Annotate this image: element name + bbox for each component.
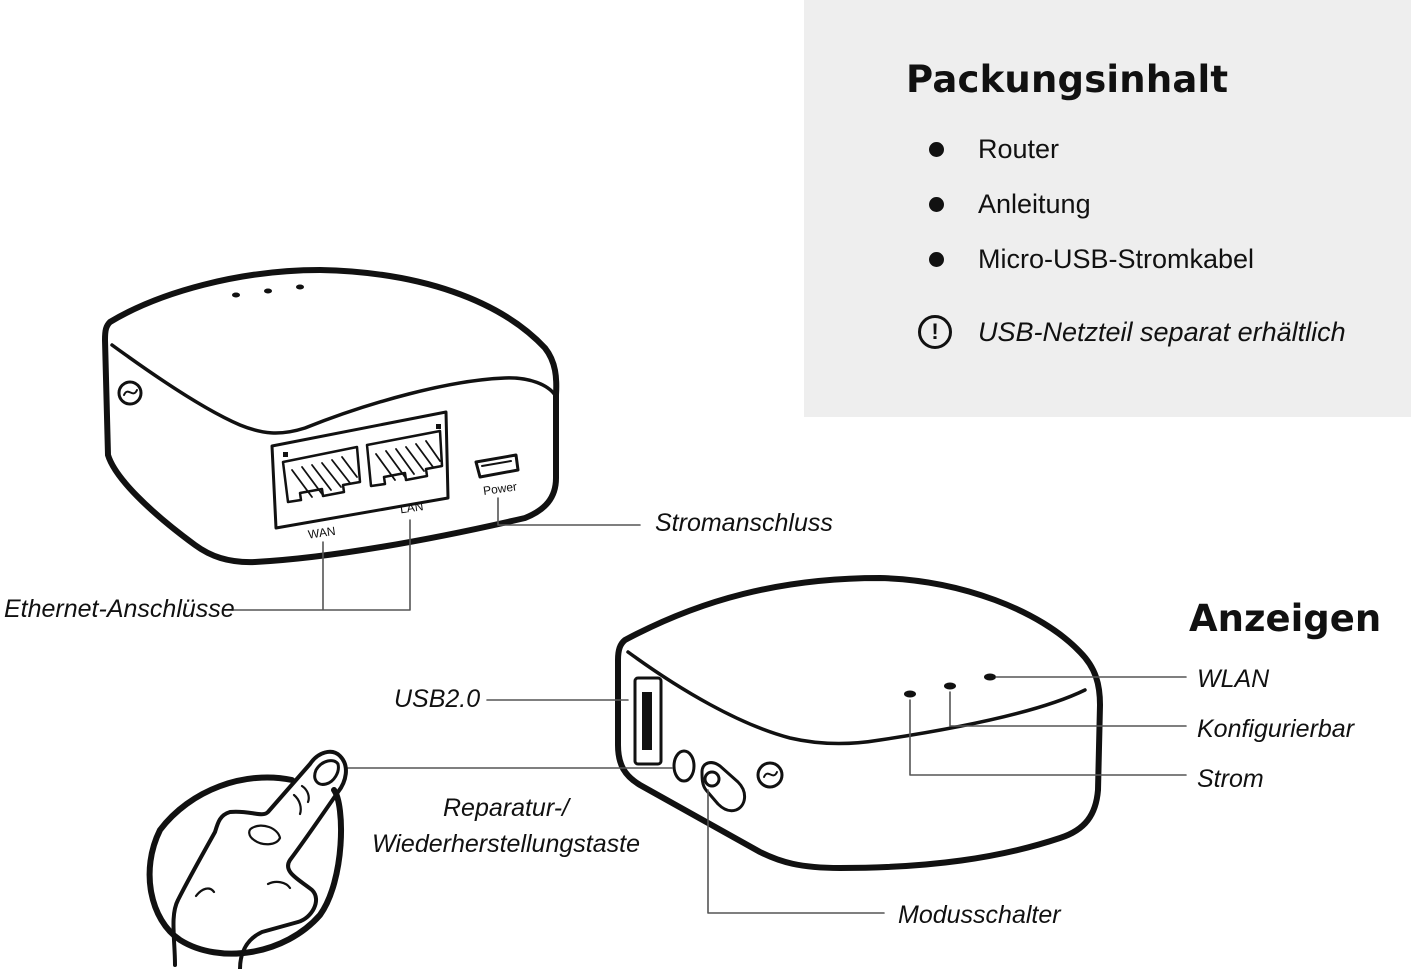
wan-port-label: WAN — [307, 524, 336, 542]
mode-leader-line — [707, 789, 885, 914]
power-leader-line — [497, 497, 641, 526]
package-contents-panel: Packungsinhalt Router Anleitung Micro-US… — [804, 0, 1411, 417]
led-wlan-icon — [984, 673, 996, 681]
bullet-icon — [929, 142, 944, 157]
router-rear-top-led — [264, 288, 272, 294]
mode-switch-icon — [700, 761, 746, 813]
reset-button-icon — [672, 749, 696, 783]
fingernail — [313, 759, 340, 786]
router-front-outline — [615, 575, 1103, 871]
adapter-note-text: USB-Netzteil separat erhältlich — [978, 316, 1346, 347]
rear-leader-lines — [231, 497, 641, 611]
ethernet-leader-line — [231, 519, 411, 611]
lan-port-led — [436, 424, 441, 429]
finger-outline — [171, 749, 348, 969]
wan-port-icon — [281, 445, 362, 504]
finger-knuckle-lines — [194, 784, 310, 898]
list-item: Router — [926, 130, 1254, 185]
router-rear-logo-icon — [117, 380, 143, 406]
lan-port-label: LAN — [399, 499, 424, 516]
router-front-view — [615, 575, 1103, 871]
reset-button-label: Reparatur-/ Wiederherstellungstaste — [372, 794, 640, 858]
router-rear-top-led — [232, 292, 240, 298]
configurable-leader-line — [949, 691, 1187, 727]
package-contents-list: Router Anleitung Micro-USB-Stromkabel — [926, 130, 1254, 295]
router-rear-outline — [102, 267, 560, 566]
usb-port-label: USB2.0 — [394, 685, 481, 713]
led-configurable-icon — [944, 682, 956, 690]
package-contents-title: Packungsinhalt — [906, 58, 1229, 101]
led-power-icon — [904, 690, 916, 698]
power-led-leader-line — [909, 699, 1187, 776]
power-port-label: Power — [482, 479, 518, 498]
wan-port-led — [283, 452, 288, 457]
micro-usb-power-port — [474, 453, 520, 479]
power-connector-label: Stromanschluss — [655, 509, 833, 537]
router-rear-view — [102, 267, 560, 566]
usb-port-tongue — [642, 692, 652, 750]
adapter-note: ! USB-Netzteil separat erhältlich — [918, 312, 1346, 352]
list-item-label: Router — [978, 134, 1060, 164]
front-leader-lines — [347, 676, 1187, 914]
list-item: Micro-USB-Stromkabel — [926, 240, 1254, 295]
router-front-logo-icon — [756, 761, 784, 789]
micro-usb-power-port-inner — [481, 460, 512, 467]
wlan-led-label: WLAN — [1197, 665, 1270, 693]
list-item-label: Anleitung — [978, 189, 1091, 219]
list-item-label: Micro-USB-Stromkabel — [978, 244, 1255, 274]
power-led-label: Strom — [1197, 765, 1264, 793]
bullet-icon — [929, 252, 944, 267]
ethernet-port-panel — [270, 410, 450, 530]
mode-switch-knob — [703, 770, 721, 788]
indicators-title: Anzeigen — [1189, 597, 1382, 640]
configurable-led-label: Konfigurierbar — [1197, 715, 1355, 743]
usb-port — [633, 676, 663, 766]
router-rear-logo-mark — [123, 389, 138, 396]
lan-port-icon — [365, 429, 444, 488]
exclamation-circle-icon: ! — [918, 315, 952, 349]
router-rear-top-edge — [110, 343, 557, 435]
ethernet-ports-label: Ethernet-Anschlüsse — [4, 595, 235, 623]
bullet-icon — [929, 197, 944, 212]
router-front-top-edge — [626, 650, 1087, 746]
lan-port-pins — [375, 440, 441, 481]
finger-circle — [146, 774, 345, 957]
wan-port-pins — [291, 456, 358, 498]
mode-switch-label: Modusschalter — [898, 901, 1061, 929]
list-item: Anleitung — [926, 185, 1254, 240]
router-rear-top-led — [296, 284, 304, 290]
router-front-logo-mark — [763, 771, 778, 778]
finger-press-illustration — [146, 749, 348, 969]
